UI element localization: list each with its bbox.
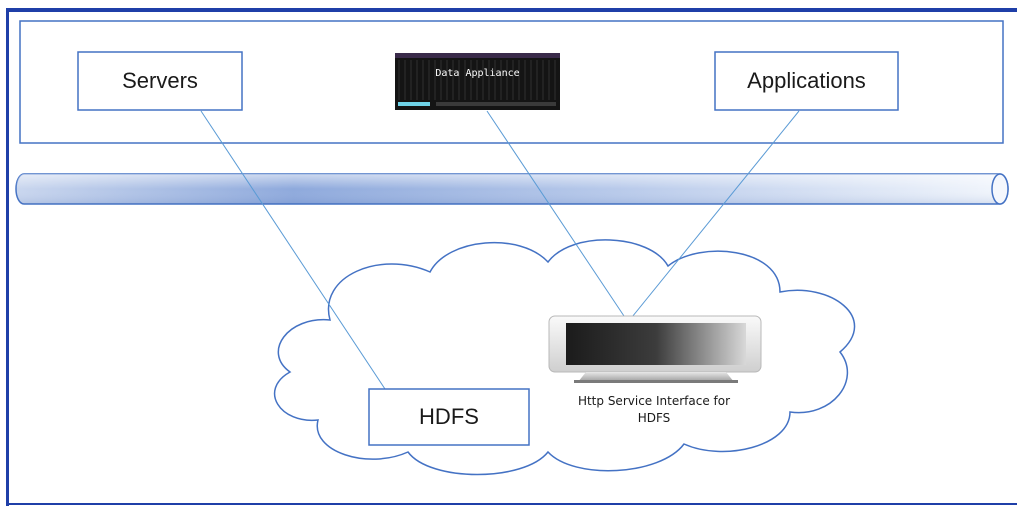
servers-label: Servers — [122, 68, 198, 93]
applications-box — [714, 51, 899, 111]
hdfs-box — [368, 388, 530, 446]
frame-left-edge — [6, 8, 9, 506]
connector-servers-hdfs — [200, 110, 386, 390]
hdfs-label: HDFS — [419, 404, 479, 429]
http-service-label-line2: HDFS — [637, 411, 671, 425]
network-bus-cylinder — [15, 173, 1009, 205]
applications-label: Applications — [747, 68, 866, 93]
servers-box — [77, 51, 243, 111]
data-appliance-label: Data Appliance — [435, 67, 520, 79]
http-service-label: Http Service Interface for HDFS — [548, 391, 760, 429]
monitor-icon — [548, 315, 762, 383]
http-service-label-line1: Http Service Interface for — [577, 394, 731, 408]
frame-bottom-edge — [6, 503, 1017, 505]
connector-appliance-http — [486, 110, 629, 323]
connector-applications-http — [627, 110, 800, 323]
data-appliance-icon — [395, 53, 560, 110]
frame-top-edge — [6, 8, 1017, 12]
